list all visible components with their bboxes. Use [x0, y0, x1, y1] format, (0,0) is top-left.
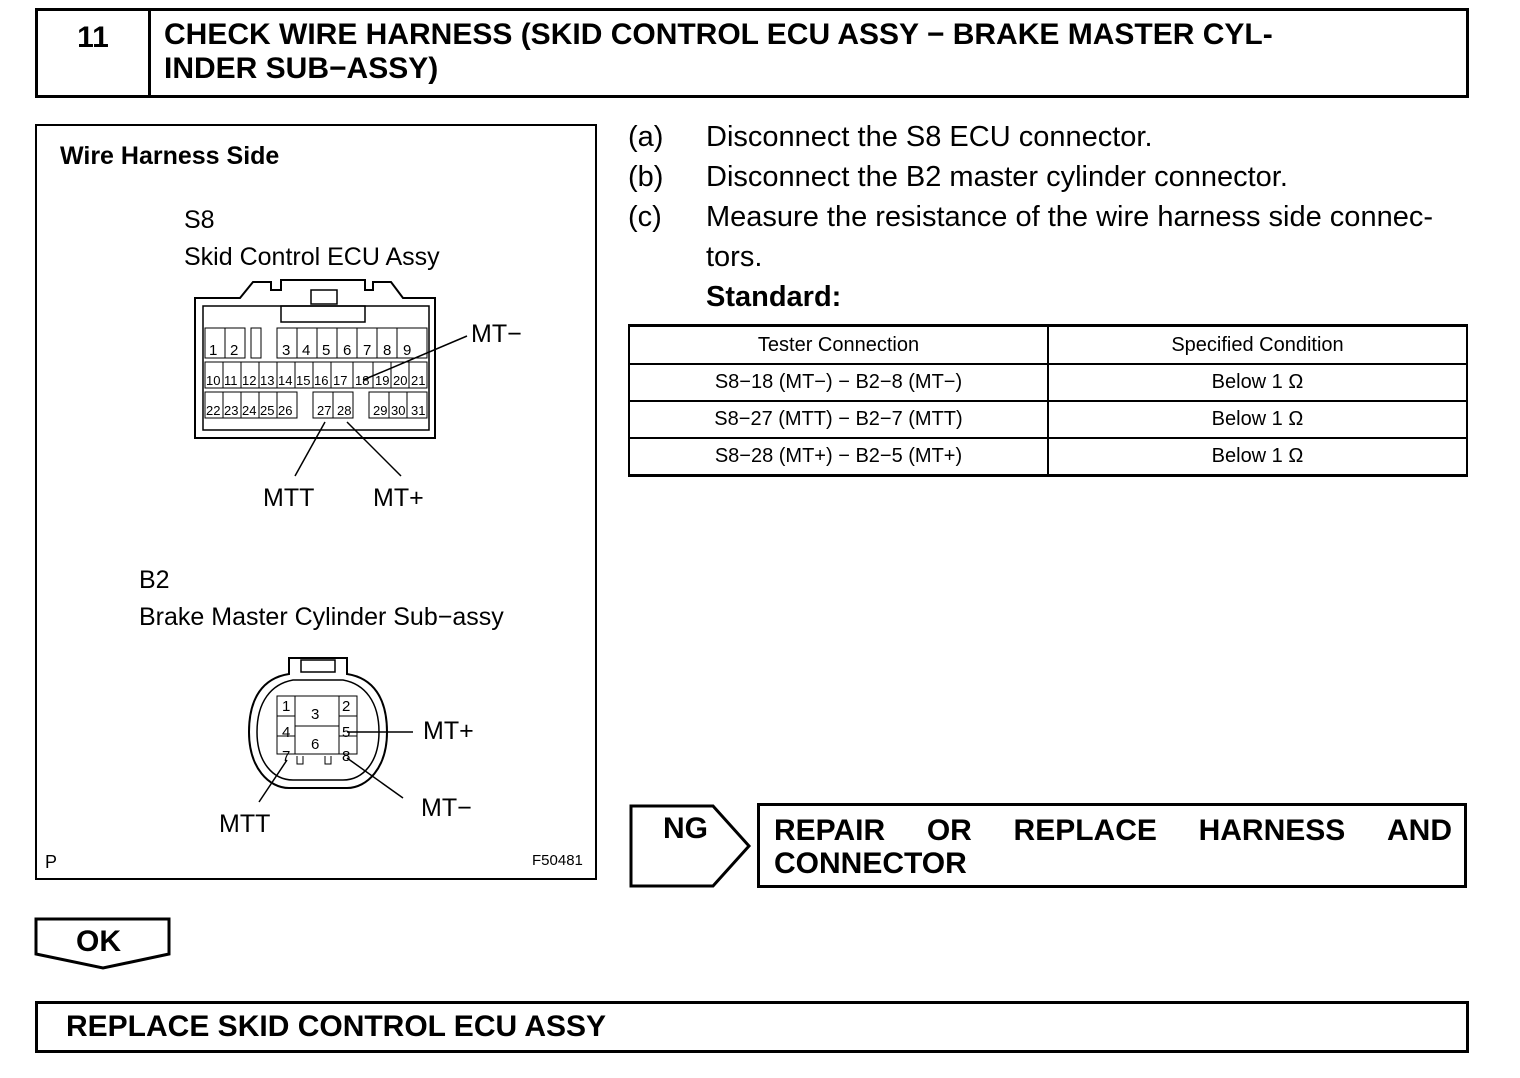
- step-c-marker: (c): [628, 201, 662, 233]
- spec-table: Tester Connection Specified Condition S8…: [628, 324, 1468, 477]
- b2-label-mtt: MTT: [219, 810, 271, 838]
- step-b-marker: (b): [628, 161, 664, 193]
- table-row: S8−28 (MT+) − B2−5 (MT+) Below 1 Ω: [628, 437, 1468, 477]
- b2-pin: 1: [282, 698, 291, 715]
- s8-pin: 6: [343, 342, 352, 359]
- specified-condition-cell: Below 1 Ω: [1047, 400, 1468, 439]
- s8-pin: 19: [375, 373, 390, 388]
- b2-pin: 4: [282, 724, 291, 741]
- table-header-row: Tester Connection Specified Condition: [628, 324, 1468, 365]
- b2-code: B2: [139, 566, 170, 594]
- ok-action: REPLACE SKID CONTROL ECU ASSY: [66, 1010, 607, 1043]
- ng-arrow-icon: [629, 804, 752, 888]
- s8-label-mtt: MTT: [263, 484, 315, 512]
- s8-pin: 11: [224, 373, 238, 388]
- column-header: Tester Connection: [628, 324, 1049, 365]
- s8-label-mt-minus: MT−: [471, 320, 522, 348]
- s8-code: S8: [184, 206, 215, 234]
- s8-pin: 20: [393, 373, 408, 388]
- ng-action-word: REPLACE: [1013, 814, 1157, 847]
- tester-connection-cell: S8−18 (MT−) − B2−8 (MT−): [628, 363, 1049, 402]
- table-row: S8−18 (MT−) − B2−8 (MT−) Below 1 Ω: [628, 363, 1468, 402]
- ng-result-box: REPAIR OR REPLACE HARNESS AND CONNECTOR: [757, 803, 1467, 888]
- b2-label-mt-plus: MT+: [423, 717, 474, 745]
- connector-figure: Wire Harness Side S8 Skid Control ECU As…: [35, 124, 597, 880]
- step-c-text: Measure the resistance of the wire harne…: [706, 201, 1433, 233]
- step-a-marker: (a): [628, 121, 664, 153]
- ng-action-word: AND: [1387, 814, 1452, 847]
- s8-pin-mt-minus: 18: [355, 373, 370, 388]
- s8-pin: 16: [314, 373, 329, 388]
- s8-pin: 7: [363, 342, 372, 359]
- figure-corner-mark: P: [45, 852, 58, 872]
- figure-title: Wire Harness Side: [60, 142, 280, 170]
- tester-connection-cell: S8−28 (MT+) − B2−5 (MT+): [628, 437, 1049, 477]
- b2-label-mt-minus: MT−: [421, 794, 472, 822]
- s8-pin: 31: [411, 403, 426, 418]
- step-title-line1: CHECK WIRE HARNESS (SKID CONTROL ECU ASS…: [164, 18, 1273, 51]
- s8-pin: 1: [209, 342, 218, 359]
- ng-action-word: OR: [926, 814, 972, 847]
- b2-pin: 6: [311, 736, 320, 753]
- b2-pin-mtt: 7: [282, 748, 291, 765]
- step-title: CHECK WIRE HARNESS (SKID CONTROL ECU ASS…: [164, 18, 1434, 86]
- s8-pin: 21: [411, 373, 426, 388]
- s8-pin: 29: [373, 403, 388, 418]
- b2-pin: 3: [311, 706, 320, 723]
- b2-pin-mt-minus: 8: [342, 748, 351, 765]
- s8-label-mt-plus: MT+: [373, 484, 424, 512]
- s8-pin: 12: [242, 373, 257, 388]
- standard-label: Standard:: [706, 281, 842, 313]
- s8-pin: 22: [206, 403, 221, 418]
- s8-pin-mtt: 27: [317, 403, 332, 418]
- column-header: Specified Condition: [1047, 324, 1468, 365]
- ng-action-line1: REPAIR OR REPLACE HARNESS AND: [774, 814, 1452, 848]
- table-row: S8−27 (MTT) − B2−7 (MTT) Below 1 Ω: [628, 400, 1468, 439]
- step-a-text: Disconnect the S8 ECU connector.: [706, 121, 1153, 153]
- s8-pin: 26: [278, 403, 293, 418]
- ng-label: NG: [663, 812, 708, 845]
- tester-connection-cell: S8−27 (MTT) − B2−7 (MTT): [628, 400, 1049, 439]
- b2-connector-diagram: [247, 657, 389, 789]
- ng-action-word: REPAIR: [774, 814, 886, 847]
- s8-pin: 14: [278, 373, 293, 388]
- figure-id: F50481: [532, 852, 583, 869]
- s8-connector-diagram: [194, 279, 436, 439]
- step-header: 11 CHECK WIRE HARNESS (SKID CONTROL ECU …: [35, 8, 1469, 98]
- step-title-line2: INDER SUB−ASSY): [164, 52, 439, 85]
- ng-action-line2: CONNECTOR: [774, 847, 967, 880]
- ok-arrow-icon: [34, 917, 171, 970]
- specified-condition-cell: Below 1 Ω: [1047, 437, 1468, 477]
- s8-pin: 8: [383, 342, 392, 359]
- s8-pin: 10: [206, 373, 221, 388]
- ok-result-box: REPLACE SKID CONTROL ECU ASSY: [35, 1001, 1469, 1053]
- s8-pin: 13: [260, 373, 275, 388]
- b2-name: Brake Master Cylinder Sub−assy: [139, 603, 504, 631]
- step-number: 11: [38, 11, 151, 95]
- s8-pin: 24: [242, 403, 257, 418]
- leader-lines: [258, 335, 468, 803]
- specified-condition-cell: Below 1 Ω: [1047, 363, 1468, 402]
- s8-pin: 15: [296, 373, 311, 388]
- s8-pin: 9: [403, 342, 412, 359]
- s8-pin: 25: [260, 403, 275, 418]
- s8-pin: 23: [224, 403, 239, 418]
- step-b-text: Disconnect the B2 master cylinder connec…: [706, 161, 1288, 193]
- s8-pin: 5: [322, 342, 331, 359]
- s8-pin: 3: [282, 342, 291, 359]
- ng-action-word: HARNESS: [1198, 814, 1346, 847]
- b2-pin: 2: [342, 698, 351, 715]
- s8-name: Skid Control ECU Assy: [184, 243, 440, 271]
- ok-label: OK: [76, 925, 121, 958]
- s8-pin: 30: [391, 403, 406, 418]
- s8-pin-mt-plus: 28: [337, 403, 352, 418]
- s8-pin: 17: [333, 373, 348, 388]
- s8-pin: 2: [230, 342, 239, 359]
- b2-pin-mt-plus: 5: [342, 724, 351, 741]
- s8-pin: 4: [302, 342, 311, 359]
- step-c-text-continued: tors.: [706, 241, 763, 273]
